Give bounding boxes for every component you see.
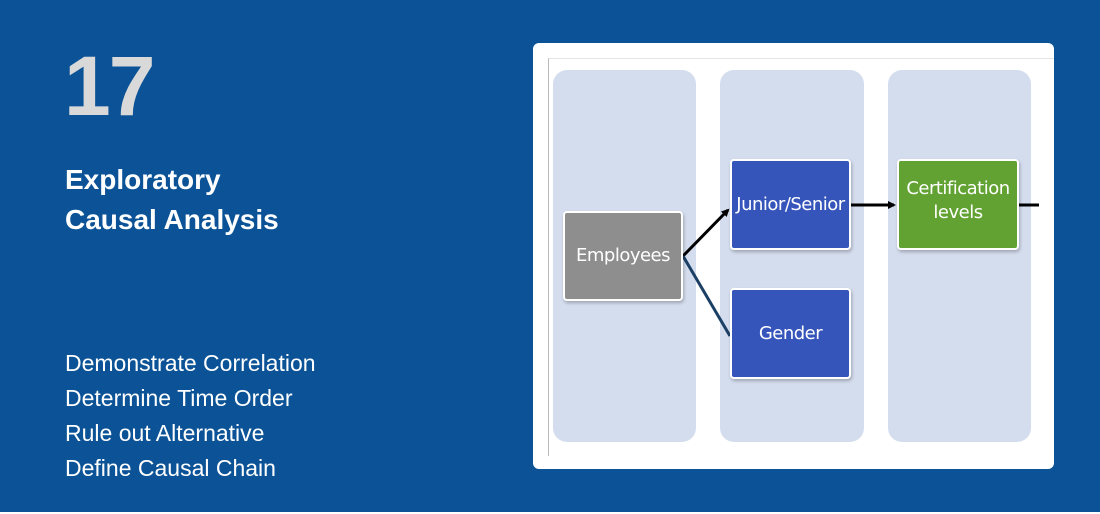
diagram-frame bbox=[548, 58, 1054, 456]
step-item: Rule out Alternative bbox=[65, 420, 265, 446]
lane-2 bbox=[720, 70, 864, 442]
node-employees-label: Employees bbox=[575, 245, 671, 266]
node-certification-levels: Certification levels bbox=[897, 159, 1019, 250]
node-junior-senior-label: Junior/Senior bbox=[736, 193, 845, 215]
slide-number: 17 bbox=[64, 39, 155, 133]
edge-employees-to-junior bbox=[681, 208, 730, 258]
step-item: Demonstrate Correlation bbox=[65, 350, 316, 376]
node-certification-label-line-2: levels bbox=[933, 201, 983, 223]
diagram-connectors bbox=[681, 201, 1039, 337]
slide-title-line-2: Causal Analysis bbox=[65, 204, 279, 235]
node-junior-senior: Junior/Senior bbox=[730, 159, 851, 250]
step-item: Determine Time Order bbox=[65, 385, 293, 411]
slide-title-line-1: Exploratory bbox=[65, 164, 221, 195]
diagram-card: Employees Junior/Senior Gender Certifica… bbox=[533, 43, 1054, 469]
step-item: Define Causal Chain bbox=[65, 455, 276, 481]
steps-list: Demonstrate Correlation Determine Time O… bbox=[65, 346, 316, 486]
node-certification-label-line-1: Certification bbox=[906, 177, 1010, 199]
lane-3 bbox=[888, 70, 1031, 442]
bottom-rule bbox=[0, 512, 1100, 514]
edge-employees-to-gender bbox=[681, 255, 732, 337]
node-gender: Gender bbox=[730, 288, 851, 379]
node-gender-label: Gender bbox=[758, 322, 823, 344]
node-employees: Employees bbox=[563, 211, 683, 301]
slide-title: Exploratory Causal Analysis bbox=[65, 160, 279, 240]
